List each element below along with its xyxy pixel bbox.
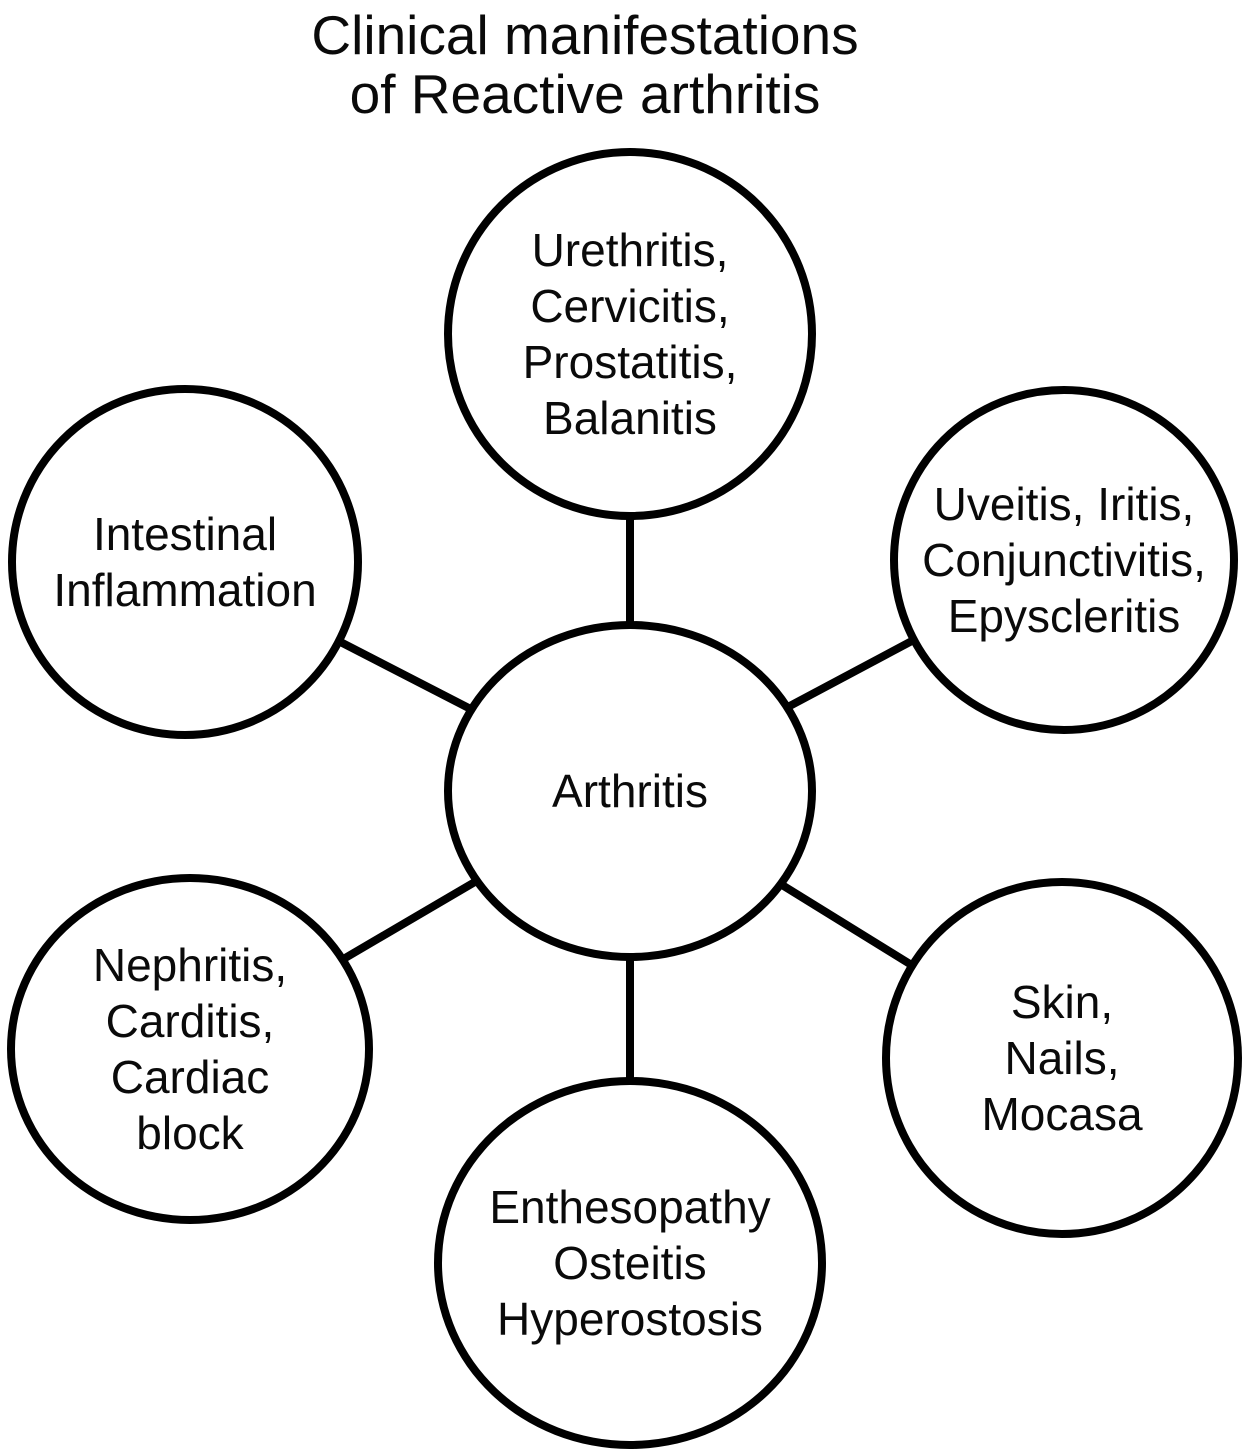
node-label: Urethritis, Cervicitis, Prostatitis, Bal… <box>522 223 738 445</box>
node-skin: Skin, Nails, Mocasa <box>882 878 1242 1238</box>
node-bone: Enthesopathy Osteitis Hyperostosis <box>434 1077 826 1449</box>
node-label: Enthesopathy Osteitis Hyperostosis <box>489 1180 771 1346</box>
node-intestinal: Intestinal Inflammation <box>8 385 362 739</box>
node-label: Intestinal Inflammation <box>53 507 317 616</box>
node-ocular: Uveitis, Iritis, Conjunctivitis, Epyscle… <box>890 386 1238 734</box>
node-arthritis-center: Arthritis <box>444 621 816 961</box>
node-label: Uveitis, Iritis, Conjunctivitis, Epyscle… <box>922 477 1206 643</box>
node-label: Skin, Nails, Mocasa <box>981 975 1143 1141</box>
node-label: Arthritis <box>552 764 708 817</box>
node-cardiorenal: Nephritis, Carditis, Cardiac block <box>7 874 373 1224</box>
diagram-title: Clinical manifestations of Reactive arth… <box>311 4 859 125</box>
node-label: Nephritis, Carditis, Cardiac block <box>92 938 288 1160</box>
node-genitourinary: Urethritis, Cervicitis, Prostatitis, Bal… <box>444 148 816 520</box>
